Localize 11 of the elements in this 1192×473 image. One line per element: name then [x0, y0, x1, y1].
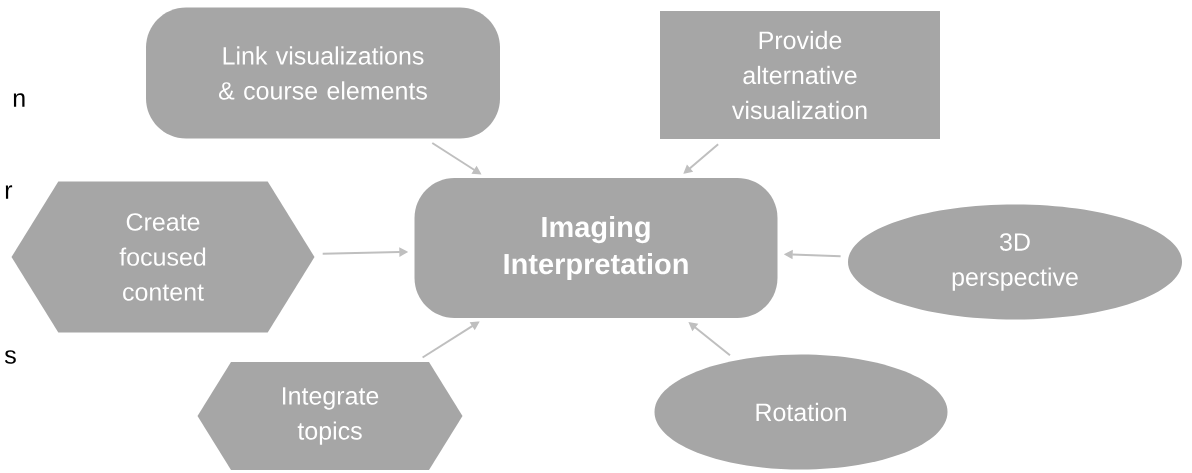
text-fragment: s: [4, 350, 16, 364]
ellipse-node: Rotation: [654, 354, 948, 470]
hexagon-node: Integrate topics: [197, 362, 463, 470]
process-box: Provide alternative visualization: [660, 11, 940, 139]
ellipse-node: 3D perspective: [848, 204, 1182, 320]
text-fragment: n: [13, 93, 25, 107]
text-fragment: r: [5, 185, 13, 199]
arrow: [683, 143, 720, 174]
rounded-box: Imaging Interpretation: [414, 178, 778, 318]
hexagon-node: Create focused content: [11, 181, 315, 333]
rounded-box: Link visualizations & course elements: [146, 7, 500, 139]
